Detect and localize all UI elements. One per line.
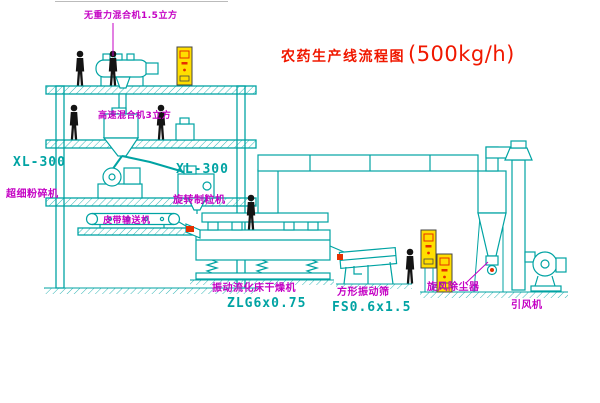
worker-figure (156, 104, 166, 140)
label-granulator-name: 旋转制粒机 (173, 195, 226, 206)
worker-figure (75, 50, 85, 86)
label-sieve-name: 方形振动筛 (337, 287, 390, 298)
fluid-bed-dryer (185, 212, 345, 280)
control-panel (176, 46, 193, 86)
label-cyclone-name: 旋风除尘器 (427, 282, 480, 293)
leader-lines (112, 23, 489, 284)
worker-figure (69, 104, 79, 140)
granulator (177, 165, 215, 214)
exhaust-stack (504, 140, 533, 291)
ground (44, 279, 568, 298)
auxiliary-machine (175, 117, 195, 141)
cyclone (473, 146, 515, 293)
induced-draft-fan (524, 251, 567, 292)
title-capacity: (500kg/h) (408, 42, 515, 66)
square-sieve (338, 246, 398, 285)
worker-figure (405, 248, 415, 284)
control-panel (420, 229, 437, 269)
label-high-speed-mixer: 高速混合机3立方 (98, 111, 172, 121)
label-fan-name: 引风机 (511, 300, 543, 311)
gravity-mixer (95, 53, 159, 115)
label-mill-model: XL-300 (13, 155, 66, 170)
label-sieve-model: FS0.6x1.5 (332, 300, 412, 315)
diagram-title: 农药生产线流程图 (500kg/h) (281, 42, 515, 66)
label-mill-name: 超细粉碎机 (6, 189, 59, 200)
label-dryer-model: ZLG6x0.75 (227, 296, 307, 311)
high-speed-mixer (102, 107, 185, 173)
label-granulator-model: XL-300 (176, 162, 229, 177)
exhaust-duct (257, 154, 479, 214)
red-accents (186, 226, 494, 272)
title-text: 农药生产线流程图 (281, 49, 405, 65)
mill (97, 167, 143, 199)
label-gravity-mixer: 无重力混合机1.5立方 (84, 11, 178, 21)
control-panel-stand (424, 268, 434, 292)
label-dryer-name: 振动流化床干燥机 (212, 283, 296, 294)
label-belt-conveyor: 皮带输送机 (103, 216, 151, 226)
